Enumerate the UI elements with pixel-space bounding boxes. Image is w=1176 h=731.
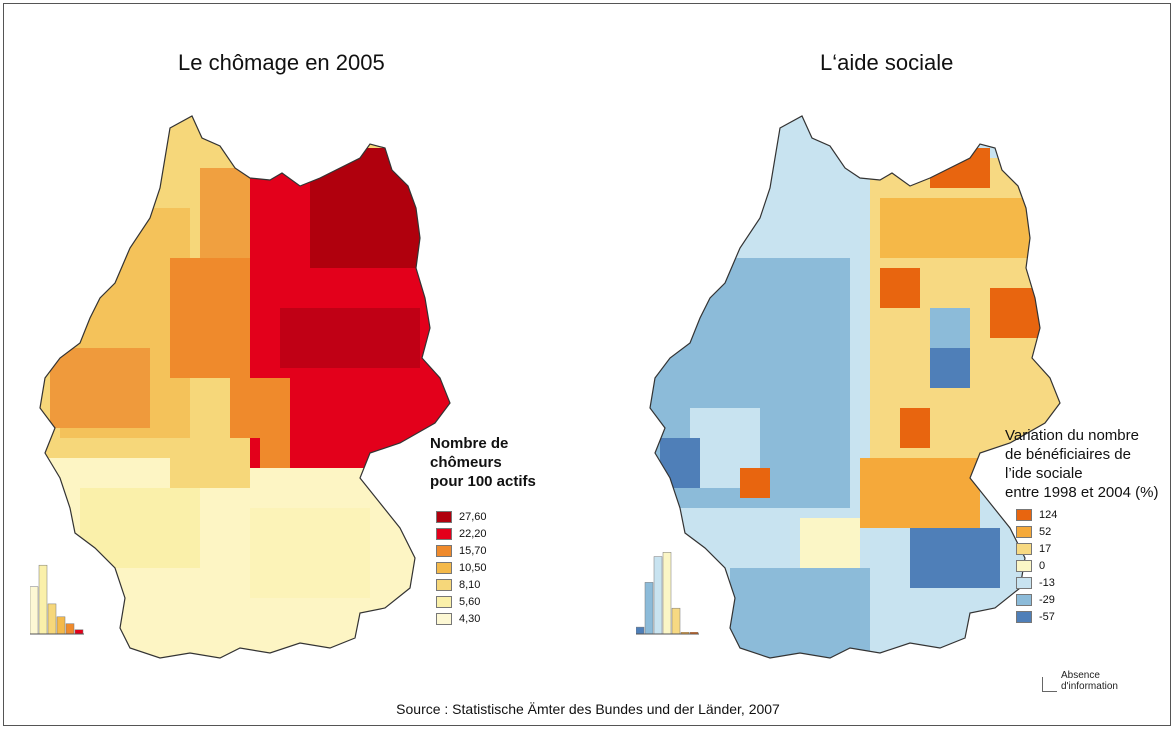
germany-unemployment-map	[39, 115, 451, 659]
legend-label: -29	[1039, 593, 1055, 606]
histogram-bar	[56, 616, 66, 635]
legend-row: 10,50	[436, 559, 487, 576]
histogram-bar	[653, 556, 663, 635]
legend-absence-information: Absence d'information	[1042, 670, 1118, 692]
histogram-bar	[47, 603, 57, 635]
histogram-social-aid	[636, 552, 699, 635]
legend-swatch	[1016, 593, 1032, 606]
legend-label: 17	[1039, 542, 1052, 555]
legend-swatch	[436, 527, 452, 540]
legend-swatch	[436, 595, 452, 608]
legend-row: 124	[1016, 506, 1057, 523]
legend-swatch	[436, 561, 452, 574]
absence-label: Absence d'information	[1061, 670, 1118, 692]
legend-row: 4,30	[436, 610, 487, 627]
legend-swatch	[436, 578, 452, 591]
legend-label: 27,60	[459, 510, 487, 523]
legend-label: 15,70	[459, 544, 487, 557]
legend-row: 0	[1016, 557, 1057, 574]
histogram-bar	[644, 582, 654, 635]
legend-row: -13	[1016, 574, 1057, 591]
legend-label: 0	[1039, 559, 1046, 572]
histogram-bar	[671, 607, 681, 635]
legend-row: 17	[1016, 540, 1057, 557]
absence-swatch	[1042, 677, 1057, 692]
legend-row: 22,20	[436, 525, 487, 542]
legend-label: 5,60	[459, 595, 481, 608]
legend-label: -13	[1039, 576, 1055, 589]
histogram-bar	[65, 623, 75, 635]
legend-swatch	[1016, 559, 1032, 572]
legend-label: 52	[1039, 525, 1052, 538]
legend-label: 124	[1039, 508, 1058, 521]
legend-row: 5,60	[436, 593, 487, 610]
histogram-bar	[38, 564, 48, 635]
legend-swatch	[1016, 542, 1032, 555]
legend-swatch	[1016, 576, 1032, 589]
legend-swatch	[436, 612, 452, 625]
legend-label: 8,10	[459, 578, 481, 591]
map-title-unemployment: Le chômage en 2005	[178, 50, 385, 75]
legend-row: 15,70	[436, 542, 487, 559]
legend-swatch	[436, 510, 452, 523]
legend-row: 8,10	[436, 576, 487, 593]
map-title-social-aid: L‘aide sociale	[820, 50, 954, 75]
histogram-bar	[662, 552, 672, 635]
legend-row: -57	[1016, 608, 1057, 625]
legend-row: -29	[1016, 591, 1057, 608]
legend-row: 27,60	[436, 508, 487, 525]
histogram-bar	[30, 586, 39, 635]
legend-title-social-aid: Variation du nombre de bénéficiaires de …	[1005, 427, 1159, 501]
histogram-bar	[74, 629, 84, 635]
histogram-unemployment	[30, 564, 84, 635]
legend-swatch	[1016, 610, 1032, 623]
legend-unemployment: 27,60 22,20 15,70 10,50 8,10 5,60 4,30	[436, 508, 487, 627]
legend-label: 4,30	[459, 612, 481, 625]
germany-social-aid-map	[649, 115, 1061, 659]
histogram-bar	[636, 626, 645, 635]
legend-label: 22,20	[459, 527, 487, 540]
legend-swatch	[436, 544, 452, 557]
legend-label: -57	[1039, 610, 1055, 623]
legend-social-aid: 124 52 17 0 -13 -29 -57	[1016, 506, 1057, 625]
legend-label: 10,50	[459, 561, 487, 574]
legend-swatch	[1016, 525, 1032, 538]
source-note: Source : Statistische Ämter des Bundes u…	[396, 701, 780, 717]
legend-title-unemployment: Nombre de chômeurs pour 100 actifs	[430, 435, 536, 490]
legend-row: 52	[1016, 523, 1057, 540]
legend-swatch	[1016, 508, 1032, 521]
